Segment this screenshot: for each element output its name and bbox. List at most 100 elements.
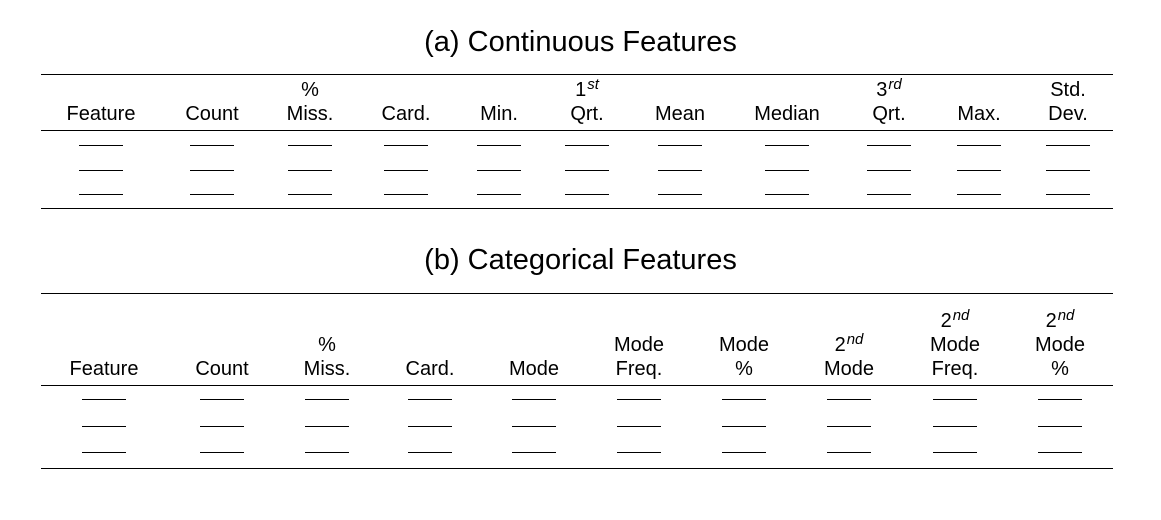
table-rule-top <box>41 74 1113 75</box>
blank-cell-line <box>957 145 1001 146</box>
column-header: Feature <box>70 357 139 381</box>
column-header-line: Std. <box>1048 78 1088 102</box>
column-header-line: Mode <box>509 357 559 381</box>
blank-cell-line <box>1046 194 1090 195</box>
blank-cell-line <box>933 399 977 400</box>
table-caption: (b) Categorical Features <box>424 244 737 276</box>
header-text: 2 <box>1045 310 1057 332</box>
header-text: Miss. <box>286 103 334 125</box>
header-text: Mode <box>929 334 981 356</box>
blank-cell-line <box>512 426 556 427</box>
blank-cell-line <box>200 452 244 453</box>
blank-cell-line <box>827 452 871 453</box>
header-text: 2 <box>940 310 952 332</box>
column-header-line: Miss. <box>304 357 351 381</box>
blank-cell-line <box>408 426 452 427</box>
blank-cell-line <box>658 145 702 146</box>
header-text: Card. <box>405 358 455 380</box>
blank-cell-line <box>765 170 809 171</box>
table-caption: (a) Continuous Features <box>424 26 737 58</box>
blank-cell-line <box>617 452 661 453</box>
header-text: % <box>301 79 319 101</box>
header-superscript: nd <box>952 307 970 324</box>
blank-cell-line <box>190 145 234 146</box>
blank-cell-line <box>658 170 702 171</box>
blank-cell-line <box>1038 452 1082 453</box>
blank-cell-line <box>82 399 126 400</box>
column-header: %Miss. <box>304 333 351 381</box>
column-header: %Miss. <box>287 78 334 126</box>
header-text: Dev. <box>1048 103 1088 125</box>
column-header-line: % <box>304 333 351 357</box>
header-text: 2 <box>834 334 846 356</box>
blank-cell-line <box>565 145 609 146</box>
blank-cell-line <box>200 426 244 427</box>
header-text: Feature <box>66 103 136 125</box>
column-header: Count <box>185 102 238 126</box>
blank-cell-line <box>765 145 809 146</box>
column-header: Mode <box>509 357 559 381</box>
blank-cell-line <box>933 452 977 453</box>
column-header: Max. <box>957 102 1000 126</box>
header-text: % <box>735 358 753 380</box>
column-header-line: % <box>287 78 334 102</box>
blank-cell-line <box>79 145 123 146</box>
blank-cell-line <box>288 145 332 146</box>
header-text: Std. <box>1050 79 1086 101</box>
header-superscript: rd <box>888 76 902 93</box>
header-text: Freq. <box>931 358 979 380</box>
blank-cell-line <box>477 194 521 195</box>
header-text: Qrt. <box>570 103 604 125</box>
header-text: Mode <box>718 334 770 356</box>
header-text: Mode <box>508 358 560 380</box>
blank-cell-line <box>867 170 911 171</box>
blank-cell-line <box>477 170 521 171</box>
blank-cell-line <box>79 194 123 195</box>
column-header-line: Qrt. <box>872 102 905 126</box>
header-text: Min. <box>480 103 518 125</box>
blank-cell-line <box>384 170 428 171</box>
column-header-line: Median <box>754 102 820 126</box>
blank-cell-line <box>617 399 661 400</box>
column-header-line: 2nd <box>1035 308 1085 333</box>
header-text: Count <box>185 103 239 125</box>
blank-cell-line <box>79 170 123 171</box>
column-header-line: Mode <box>824 357 874 381</box>
blank-cell-line <box>408 452 452 453</box>
header-text: Mode <box>823 358 875 380</box>
table-rule-header <box>41 130 1113 131</box>
header-text: Freq. <box>615 358 663 380</box>
blank-cell-line <box>512 452 556 453</box>
column-header: Feature <box>67 102 136 126</box>
header-text: Qrt. <box>872 103 906 125</box>
column-header-line: Card. <box>406 357 455 381</box>
blank-cell-line <box>288 194 332 195</box>
column-header-line: Min. <box>480 102 518 126</box>
table-rule-top <box>41 293 1113 294</box>
column-header-line: Mode <box>719 333 769 357</box>
blank-cell-line <box>408 399 452 400</box>
blank-cell-line <box>477 145 521 146</box>
blank-cell-line <box>827 426 871 427</box>
table-rule-bottom <box>41 468 1113 469</box>
blank-cell-line <box>957 170 1001 171</box>
table-rule-bottom <box>41 208 1113 209</box>
column-header-line: Mode <box>1035 333 1085 357</box>
column-header-line: 2nd <box>930 307 980 333</box>
column-header: Mean <box>655 102 705 126</box>
column-header-line: Feature <box>67 102 136 126</box>
blank-cell-line <box>1038 426 1082 427</box>
blank-cell-line <box>722 399 766 400</box>
column-header-line: Freq. <box>930 357 980 381</box>
blank-cell-line <box>658 194 702 195</box>
column-header: Std.Dev. <box>1048 78 1088 126</box>
column-header: Median <box>754 102 820 126</box>
header-text: 1 <box>575 79 587 101</box>
column-header-line: Feature <box>70 357 139 381</box>
column-header-line: 3rd <box>872 76 905 102</box>
column-header: Card. <box>382 102 431 126</box>
blank-cell-line <box>722 452 766 453</box>
